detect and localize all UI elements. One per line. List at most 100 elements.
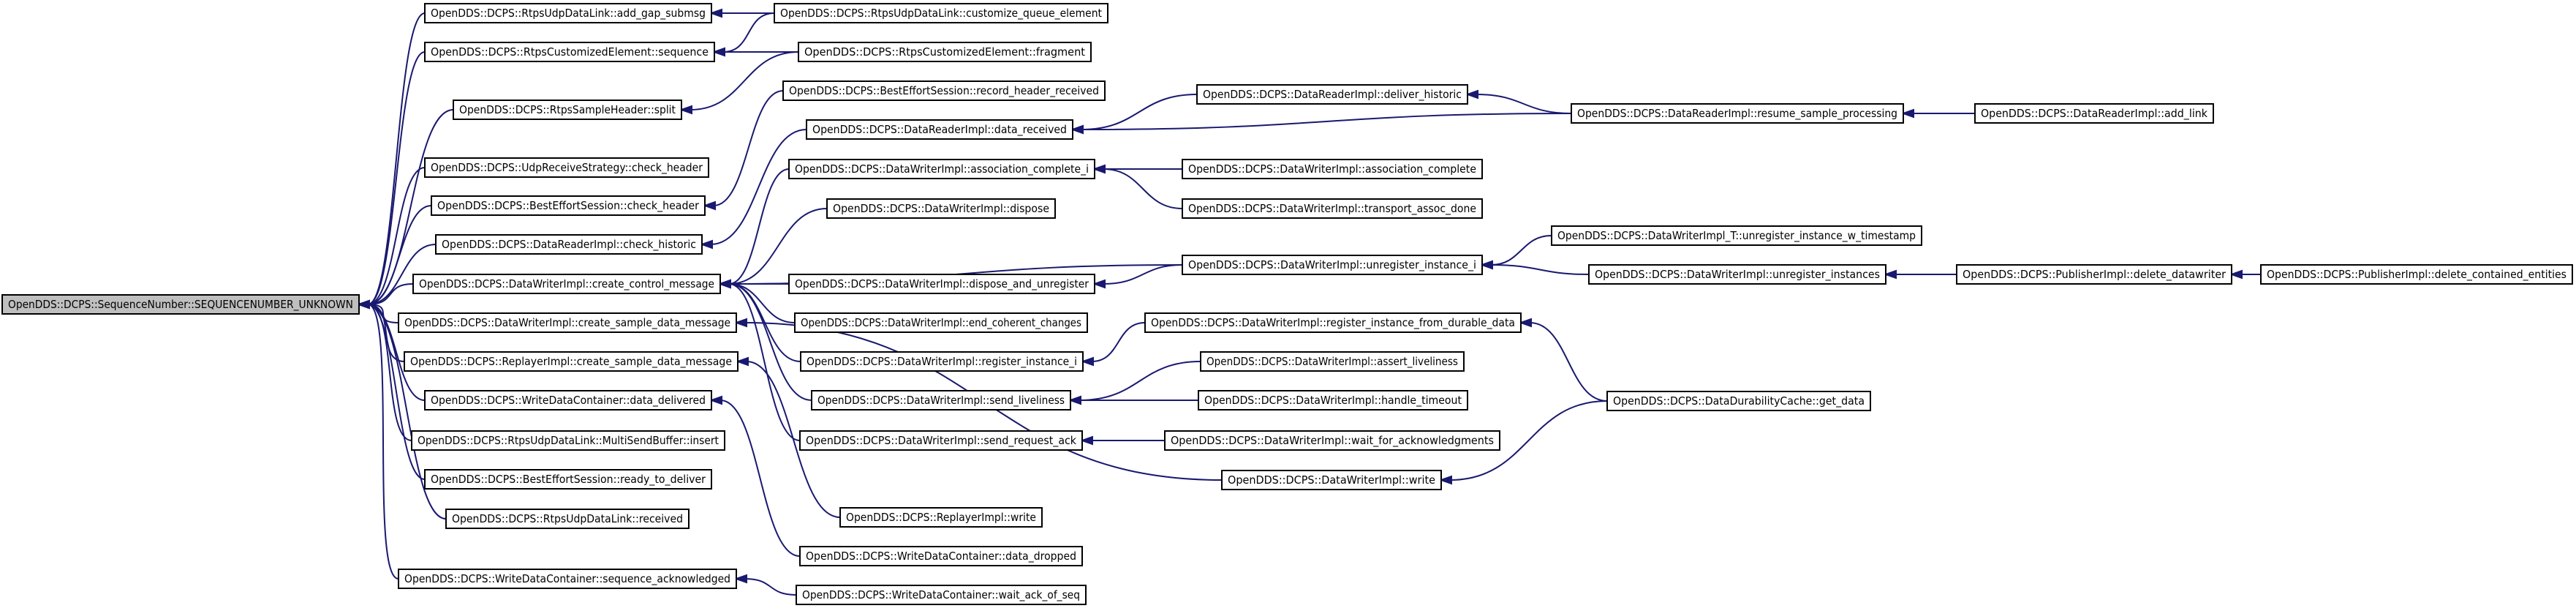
arrowhead-icon: [1439, 475, 1452, 485]
arrowhead-icon: [1884, 269, 1897, 280]
arrowhead-icon: [1480, 260, 1493, 270]
function-node[interactable]: OpenDDS::DCPS::DataReaderImpl::deliver_h…: [1196, 84, 1468, 105]
node-box: [1571, 103, 1904, 124]
arrowhead-icon: [2229, 269, 2243, 280]
call-edge: [357, 299, 399, 580]
function-node[interactable]: OpenDDS::DCPS::DataDurabilityCache::get_…: [1606, 391, 1871, 411]
node-label: OpenDDS::DCPS::PublisherImpl::delete_con…: [2267, 268, 2566, 282]
edge-line: [367, 205, 432, 305]
function-node[interactable]: OpenDDS::DCPS::RtpsUdpDataLink::MultiSen…: [411, 430, 725, 451]
node-box: [1221, 470, 1442, 490]
node-box: [1198, 390, 1468, 411]
function-node[interactable]: OpenDDS::DCPS::WriteDataContainer::data_…: [424, 390, 712, 411]
arrowhead-icon: [1465, 89, 1478, 100]
edge-line: [367, 244, 437, 305]
function-node[interactable]: OpenDDS::DCPS::DataWriterImpl::register_…: [800, 351, 1084, 372]
arrowhead-icon: [734, 318, 747, 328]
node-label: OpenDDS::DCPS::DataReaderImpl::check_his…: [442, 238, 696, 252]
function-node[interactable]: OpenDDS::DCPS::DataWriterImpl::dispose_a…: [788, 274, 1095, 294]
root-function-node[interactable]: OpenDDS::DCPS::SequenceNumber::SEQUENCEN…: [1, 294, 360, 315]
call-edge: [357, 51, 426, 310]
function-node[interactable]: OpenDDS::DCPS::DataWriterImpl::unregiste…: [1588, 264, 1886, 285]
node-label: OpenDDS::DCPS::RtpsCustomizedElement::fr…: [804, 45, 1085, 59]
node-label: OpenDDS::DCPS::DataWriterImpl::write: [1228, 473, 1435, 487]
edge-line: [1081, 94, 1198, 130]
node-label: OpenDDS::DCPS::DataReaderImpl::add_link: [1981, 107, 2207, 121]
node-box: [1606, 391, 1871, 411]
function-node[interactable]: OpenDDS::DCPS::WriteDataContainer::seque…: [398, 569, 737, 589]
node-box: [1974, 103, 2214, 124]
function-node[interactable]: OpenDDS::DCPS::RtpsUdpDataLink::customiz…: [774, 3, 1108, 23]
node-box: [404, 351, 739, 372]
function-node[interactable]: OpenDDS::DCPS::DataWriterImpl::register_…: [1144, 312, 1522, 333]
node-box: [806, 119, 1073, 140]
function-node[interactable]: OpenDDS::DCPS::ReplayerImpl::create_samp…: [404, 351, 739, 372]
function-node[interactable]: OpenDDS::DCPS::BestEffortSession::ready_…: [424, 469, 712, 490]
call-edge: [709, 8, 774, 18]
call-edge: [718, 279, 801, 441]
function-node[interactable]: OpenDDS::DCPS::DataWriterImpl::assert_li…: [1200, 351, 1465, 372]
function-node[interactable]: OpenDDS::DCPS::RtpsUdpDataLink::received: [445, 509, 690, 529]
node-box: [424, 157, 709, 178]
arrowhead-icon: [734, 574, 747, 584]
function-node[interactable]: OpenDDS::DCPS::DataWriterImpl::wait_for_…: [1164, 430, 1500, 451]
function-node[interactable]: OpenDDS::DCPS::DataReaderImpl::add_link: [1974, 103, 2214, 124]
node-label: OpenDDS::DCPS::DataWriterImpl_T::unregis…: [1557, 229, 1916, 243]
function-node[interactable]: OpenDDS::DCPS::WriteDataContainer::data_…: [799, 546, 1083, 566]
function-node[interactable]: OpenDDS::DCPS::DataWriterImpl::create_sa…: [398, 312, 737, 333]
edge-line: [728, 283, 801, 441]
function-node[interactable]: OpenDDS::DCPS::DataWriterImpl::associati…: [1182, 159, 1483, 179]
function-node[interactable]: OpenDDS::DCPS::RtpsCustomizedElement::se…: [424, 42, 715, 62]
call-edge: [1480, 260, 1590, 275]
function-node[interactable]: OpenDDS::DCPS::WriteDataContainer::wait_…: [796, 585, 1087, 605]
function-node[interactable]: OpenDDS::DCPS::DataReaderImpl::check_his…: [435, 234, 703, 255]
node-box: [453, 100, 682, 120]
edge-line: [719, 400, 801, 557]
function-node[interactable]: OpenDDS::DCPS::DataWriterImpl::create_co…: [412, 274, 721, 294]
function-node[interactable]: OpenDDS::DCPS::DataWriterImpl::dispose: [826, 198, 1056, 219]
edge-line: [1476, 94, 1572, 114]
node-box: [1182, 255, 1483, 275]
function-node[interactable]: OpenDDS::DCPS::BestEffortSession::record…: [782, 80, 1106, 101]
function-node[interactable]: OpenDDS::DCPS::RtpsUdpDataLink::add_gap_…: [424, 3, 712, 23]
node-label: OpenDDS::DCPS::DataWriterImpl::handle_ti…: [1204, 394, 1462, 408]
node-box: [424, 390, 712, 411]
node-box: [1956, 264, 2232, 285]
edge-line: [367, 283, 414, 305]
function-node[interactable]: OpenDDS::DCPS::UdpReceiveStrategy::check…: [424, 157, 709, 178]
arrowhead-icon: [357, 299, 370, 310]
node-label: OpenDDS::DCPS::DataWriterImpl::dispose_a…: [795, 277, 1089, 291]
edge-line: [1103, 168, 1183, 209]
arrowhead-icon: [712, 47, 725, 57]
node-box: [431, 195, 706, 216]
node-box: [435, 234, 703, 255]
function-node[interactable]: OpenDDS::DCPS::DataWriterImpl_T::unregis…: [1551, 225, 1922, 246]
function-node[interactable]: OpenDDS::DCPS::DataWriterImpl::send_live…: [811, 390, 1071, 411]
call-edge: [1465, 89, 1572, 114]
function-node[interactable]: OpenDDS::DCPS::BestEffortSession::check_…: [431, 195, 706, 216]
function-node[interactable]: OpenDDS::DCPS::DataWriterImpl::send_requ…: [799, 430, 1083, 451]
function-node[interactable]: OpenDDS::DCPS::DataReaderImpl::data_rece…: [806, 119, 1073, 140]
function-node[interactable]: OpenDDS::DCPS::DataWriterImpl::associati…: [788, 159, 1095, 179]
function-node[interactable]: OpenDDS::DCPS::DataWriterImpl::transport…: [1182, 198, 1483, 219]
function-node[interactable]: OpenDDS::DCPS::PublisherImpl::delete_dat…: [1956, 264, 2232, 285]
function-node[interactable]: OpenDDS::DCPS::DataReaderImpl::resume_sa…: [1571, 103, 1904, 124]
node-label: OpenDDS::DCPS::DataWriterImpl::associati…: [1188, 162, 1476, 176]
function-node[interactable]: OpenDDS::DCPS::PublisherImpl::delete_con…: [2260, 264, 2573, 285]
function-node[interactable]: OpenDDS::DCPS::DataWriterImpl::handle_ti…: [1198, 390, 1468, 411]
function-node[interactable]: OpenDDS::DCPS::DataWriterImpl::write: [1221, 470, 1442, 490]
arrowhead-icon: [1092, 164, 1106, 174]
node-label: OpenDDS::DCPS::RtpsUdpDataLink::add_gap_…: [431, 7, 706, 20]
function-node[interactable]: OpenDDS::DCPS::DataWriterImpl::end_coher…: [794, 312, 1088, 333]
function-node[interactable]: OpenDDS::DCPS::DataWriterImpl::unregiste…: [1182, 255, 1483, 275]
node-label: OpenDDS::DCPS::SequenceNumber::SEQUENCEN…: [8, 298, 353, 312]
node-box: [424, 42, 715, 62]
call-edge: [357, 12, 426, 310]
node-box: [1182, 198, 1483, 219]
function-node[interactable]: OpenDDS::DCPS::RtpsCustomizedElement::fr…: [798, 42, 1092, 62]
arrowhead-icon: [709, 395, 722, 405]
node-label: OpenDDS::DCPS::DataWriterImpl::send_requ…: [806, 434, 1076, 448]
function-node[interactable]: OpenDDS::DCPS::ReplayerImpl::write: [839, 507, 1043, 528]
function-node[interactable]: OpenDDS::DCPS::RtpsSampleHeader::split: [453, 100, 682, 120]
